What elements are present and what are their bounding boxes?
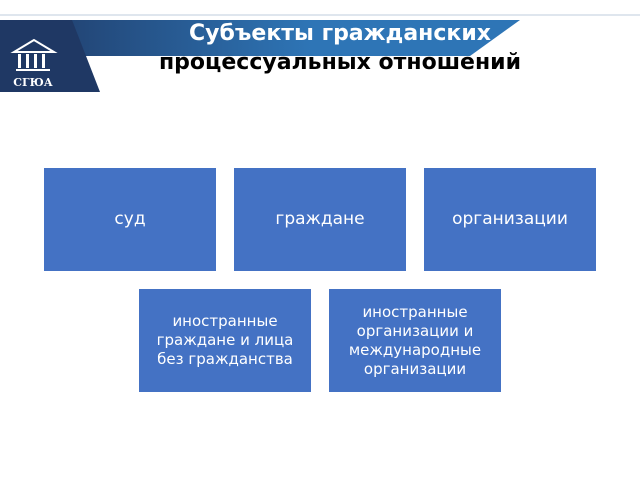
header-band: СГЮА Субъекты гражданских процессуальных… — [0, 14, 640, 92]
box-citizens: граждане — [234, 168, 406, 271]
box-foreign-organizations: иностранные организации и международные … — [329, 289, 501, 392]
title-line-2: процессуальных отношений — [158, 50, 522, 75]
box-organizations: организации — [424, 168, 596, 271]
title-line-1: Субъекты гражданских — [189, 21, 491, 46]
university-logo: СГЮА — [8, 36, 60, 92]
box-foreign-citizens: иностранные граждане и лица без гражданс… — [139, 289, 311, 392]
logo-text: СГЮА — [13, 76, 53, 89]
header-background — [0, 14, 640, 92]
slide-title: Субъекты гражданских процессуальных отно… — [100, 21, 580, 77]
box-court: суд — [44, 168, 216, 271]
